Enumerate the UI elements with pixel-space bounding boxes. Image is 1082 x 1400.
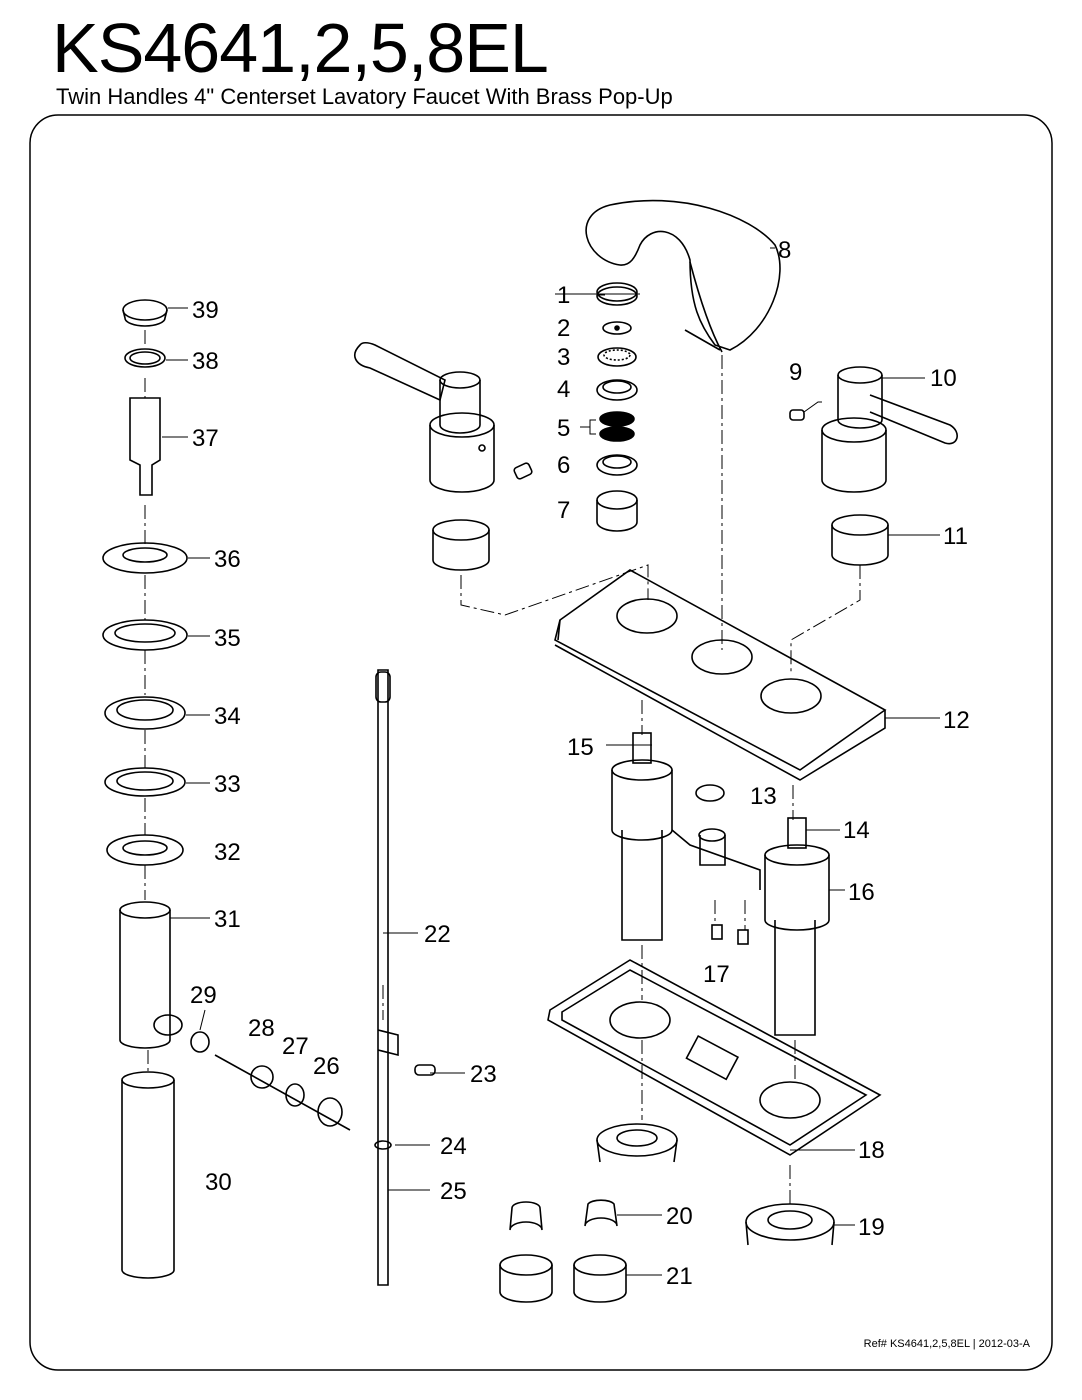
popup-drain-drawing <box>102 299 436 1286</box>
part-label-9: 9 <box>789 359 802 386</box>
part-label-31: 31 <box>214 906 241 933</box>
part-label-13: 13 <box>750 783 777 810</box>
part-label-18: 18 <box>858 1137 885 1164</box>
part-label-15: 15 <box>567 734 594 761</box>
part-label-14: 14 <box>843 817 870 844</box>
part-label-34: 34 <box>214 703 241 730</box>
alignment-lines <box>144 294 861 1205</box>
gasket-drawing <box>547 959 882 1156</box>
part-label-36: 36 <box>214 546 241 573</box>
part-label-32: 32 <box>214 839 241 866</box>
part-label-37: 37 <box>192 425 219 452</box>
part-label-25: 25 <box>440 1178 467 1205</box>
part-label-16: 16 <box>848 879 875 906</box>
product-subtitle: Twin Handles 4" Centerset Lavatory Fauce… <box>56 84 673 109</box>
part-label-24: 24 <box>440 1133 467 1160</box>
part-label-17: 17 <box>703 961 730 988</box>
leader-lines <box>162 247 940 1276</box>
part-label-39: 39 <box>192 297 219 324</box>
part-label-11: 11 <box>943 523 968 550</box>
compression-fittings-drawing <box>499 1199 627 1303</box>
part-label-30: 30 <box>205 1169 232 1196</box>
mount-nut-drawing <box>596 1123 835 1246</box>
part-label-33: 33 <box>214 771 241 798</box>
aerator-stack-drawing <box>596 282 638 532</box>
part-label-26: 26 <box>313 1053 340 1080</box>
part-label-29: 29 <box>190 982 217 1009</box>
part-label-7: 7 <box>557 497 570 524</box>
part-label-8: 8 <box>778 237 791 264</box>
left-handle-drawing <box>354 341 533 571</box>
part-label-1: 1 <box>557 282 570 309</box>
part-label-38: 38 <box>192 348 219 375</box>
part-label-10: 10 <box>930 365 957 392</box>
part-label-27: 27 <box>282 1033 309 1060</box>
part-label-3: 3 <box>557 344 570 371</box>
part-label-6: 6 <box>557 452 570 479</box>
right-handle-drawing <box>789 366 958 566</box>
model-number-title: KS4641,2,5,8EL <box>52 9 549 87</box>
valve-body-drawing <box>611 732 830 1036</box>
diagram-border <box>29 114 1053 1371</box>
part-label-19: 19 <box>858 1214 885 1241</box>
part-label-23: 23 <box>470 1061 497 1088</box>
deck-plate-drawing <box>554 569 887 781</box>
part-label-5: 5 <box>557 415 570 442</box>
part-label-4: 4 <box>557 376 570 403</box>
part-label-21: 21 <box>666 1263 693 1290</box>
part-label-35: 35 <box>214 625 241 652</box>
part-label-12: 12 <box>943 707 970 734</box>
part-label-2: 2 <box>557 315 570 342</box>
part-label-22: 22 <box>424 921 451 948</box>
part-label-20: 20 <box>666 1203 693 1230</box>
reference-code: Ref# KS4641,2,5,8EL | 2012-03-A <box>863 1338 1030 1350</box>
spout-drawing <box>585 199 781 353</box>
part-label-28: 28 <box>248 1015 275 1042</box>
